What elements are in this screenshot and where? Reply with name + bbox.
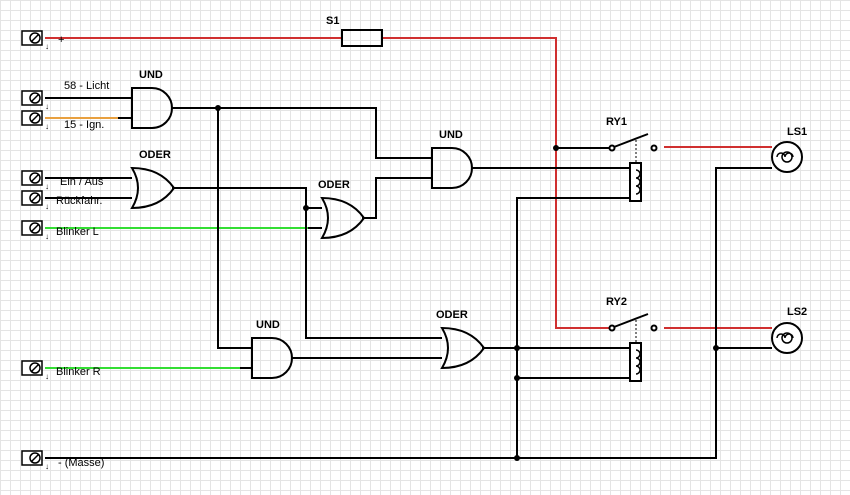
- or-gate-2: [320, 196, 366, 240]
- lamp-ls2: [771, 322, 803, 354]
- svg-text:↓: ↓: [45, 182, 49, 191]
- svg-text:↓: ↓: [45, 102, 49, 111]
- and-gate-2: [431, 147, 473, 189]
- terminal-arrows: ↓ ↓ ↓ ↓ ↓ ↓ ↓ ↓: [45, 42, 49, 471]
- svg-text:↓: ↓: [45, 462, 49, 471]
- terminal-einaus-icon: [21, 170, 43, 186]
- relay1-label: RY1: [606, 116, 627, 128]
- terminals: [21, 30, 43, 466]
- gate-label-und-2: UND: [439, 129, 463, 141]
- gate-label-und-3: UND: [256, 319, 280, 331]
- wire-and1-out: [172, 107, 432, 159]
- terminal-plus-label: +: [58, 34, 65, 46]
- terminal-licht-label: 58 - Licht: [64, 80, 110, 92]
- terminal-masse-icon: [21, 450, 43, 466]
- svg-text:↓: ↓: [45, 42, 49, 51]
- terminal-licht-icon: [21, 90, 43, 106]
- svg-text:↓: ↓: [45, 372, 49, 381]
- wire-masse: [45, 167, 772, 459]
- gate-label-und-1: UND: [139, 69, 163, 81]
- wire-or2-out: [362, 177, 432, 219]
- terminal-ign-label: 15 - Ign.: [64, 119, 105, 131]
- terminal-blinker-r-icon: [21, 360, 43, 376]
- terminal-rueck-label: Rückfahr.: [56, 195, 103, 207]
- svg-text:↓: ↓: [45, 232, 49, 241]
- gate-label-oder-3: ODER: [436, 309, 468, 321]
- or-gate-1: [130, 166, 176, 210]
- svg-text:↓: ↓: [45, 202, 49, 211]
- and-gate-1: [131, 87, 173, 129]
- gate-label-oder-1: ODER: [139, 149, 171, 161]
- terminal-blinker-l-label: Blinker L: [56, 226, 99, 238]
- relay2-label: RY2: [606, 296, 627, 308]
- terminal-rueck-icon: [21, 190, 43, 206]
- terminal-blinker-r-label: Blinker R: [56, 366, 101, 378]
- and-gate-3: [251, 337, 293, 379]
- lamp-ls1: [771, 141, 803, 173]
- terminal-masse-label: - (Masse): [58, 457, 105, 469]
- or-gate-3: [440, 326, 486, 370]
- svg-text:↓: ↓: [45, 122, 49, 131]
- gate-label-oder-2: ODER: [318, 179, 350, 191]
- wire-plus: [45, 37, 612, 329]
- terminal-blinker-l-icon: [21, 220, 43, 236]
- junctions: [215, 105, 719, 461]
- terminal-ign-icon: [21, 110, 43, 126]
- lamp2-label: LS2: [787, 306, 808, 318]
- terminal-einaus-label: Ein / Aus: [60, 176, 104, 188]
- relay-ry1: [608, 133, 658, 202]
- relay-ry2: [608, 313, 658, 382]
- lamp1-label: LS1: [787, 126, 808, 138]
- terminal-plus-icon: [21, 30, 43, 46]
- wire-or1-out: [172, 187, 442, 339]
- wire-fuse-body: [341, 29, 383, 47]
- wire-coil-return: [516, 197, 630, 458]
- fuse-label: S1: [326, 15, 340, 27]
